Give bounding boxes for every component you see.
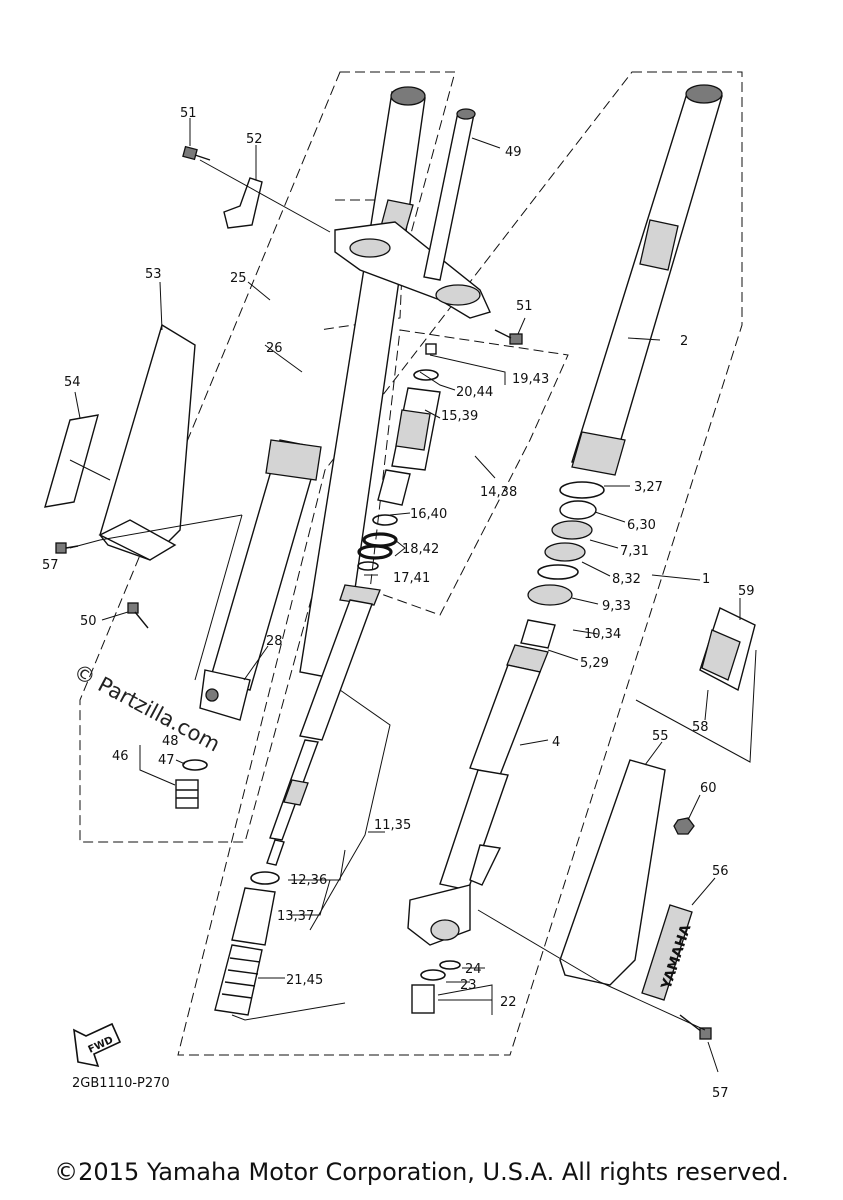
spring-seat-13-37 [231, 887, 276, 946]
callout-48: 48 [162, 734, 179, 749]
callout-1: 1 [702, 572, 710, 587]
steering-shaft [423, 108, 476, 281]
cable-guide-52 [223, 177, 263, 229]
callout-15-39: 15,39 [441, 409, 478, 424]
under-bracket [334, 221, 491, 319]
callout-7-31: 7,31 [620, 544, 649, 559]
callout-4: 4 [552, 735, 560, 750]
left-fork-lower-leg [199, 439, 322, 721]
nut-60 [673, 817, 695, 835]
callout-9-33: 9,33 [602, 599, 631, 614]
callout-47: 47 [158, 753, 175, 768]
bolt-57-right [679, 1014, 712, 1040]
fwd-arrow-icon: FWD [73, 1022, 122, 1068]
bolt-51-right [494, 329, 523, 345]
yamaha-label-56 [641, 904, 693, 1001]
assembly-1-outline [177, 71, 743, 1056]
bolt-57-left [55, 542, 79, 554]
bolt-50 [127, 602, 149, 629]
callout-59: 59 [738, 584, 755, 599]
callout-51-right: 51 [516, 299, 533, 314]
callout-21-45: 21,45 [286, 973, 323, 988]
inner-tube-4 [407, 644, 549, 946]
fork-protector-53-lower [98, 519, 177, 561]
o-ring-12-36 [250, 871, 280, 885]
callout-20-44: 20,44 [456, 385, 493, 400]
drain-parts-22-24 [411, 960, 461, 1014]
callout-25: 25 [230, 271, 247, 286]
callout-14-38: 14,38 [480, 485, 517, 500]
callout-18-42: 18,42 [402, 542, 439, 557]
callout-54: 54 [64, 375, 81, 390]
callout-10-34: 10,34 [584, 627, 621, 642]
drain-plug-46 [175, 779, 199, 809]
callout-58: 58 [692, 720, 709, 735]
callout-17-41: 17,41 [393, 571, 430, 586]
callout-49: 49 [505, 145, 522, 160]
callout-46: 46 [112, 749, 129, 764]
callout-52: 52 [246, 132, 263, 147]
callout-16-40: 16,40 [410, 507, 447, 522]
callout-3-27: 3,27 [634, 480, 663, 495]
callout-56: 56 [712, 864, 729, 879]
callout-28: 28 [266, 634, 283, 649]
callout-8-32: 8,32 [612, 572, 641, 587]
assembly-25-outline [79, 71, 456, 843]
right-seals-stack [520, 481, 605, 649]
drawing-code: 2GB1110-P270 [72, 1076, 170, 1091]
bolt-51-top [182, 145, 211, 161]
callout-23: 23 [460, 978, 477, 993]
fork-protector-55 [559, 759, 666, 986]
damper-rod-11-35 [266, 584, 381, 866]
spring-21-45 [214, 944, 263, 1016]
callout-26: 26 [266, 341, 283, 356]
fork-protector-53 [99, 323, 196, 561]
guard-59-inner [701, 629, 741, 681]
leader-lines [69, 118, 757, 1073]
callout-6-30: 6,30 [627, 518, 656, 533]
callout-13-37: 13,37 [277, 909, 314, 924]
callout-57-left: 57 [42, 558, 59, 573]
callout-53: 53 [145, 267, 162, 282]
callout-24: 24 [465, 962, 482, 977]
callout-5-29: 5,29 [580, 656, 609, 671]
callout-12-36: 12,36 [290, 873, 327, 888]
callout-22: 22 [500, 995, 517, 1010]
right-outer-tube [571, 84, 723, 476]
callout-51-top: 51 [180, 106, 197, 121]
copyright-notice: ©2015 Yamaha Motor Corporation, U.S.A. A… [54, 1158, 789, 1186]
callout-60: 60 [700, 781, 717, 796]
callout-2: 2 [680, 334, 688, 349]
callout-19-43: 19,43 [512, 372, 549, 387]
inner-damper [357, 343, 441, 571]
callout-57-right: 57 [712, 1086, 729, 1101]
callout-50: 50 [80, 614, 97, 629]
callout-labels: 51 52 49 53 25 51 26 2 19,43 20,44 54 15… [42, 106, 755, 1101]
callout-11-35: 11,35 [374, 818, 411, 833]
callout-55: 55 [652, 729, 669, 744]
washer-47 [182, 759, 208, 771]
